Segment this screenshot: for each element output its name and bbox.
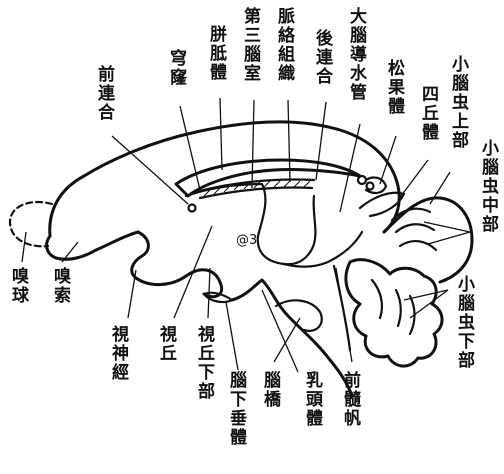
- anterior-commissure-mark: [187, 203, 197, 213]
- labels: 前連合 穹窿 胼胝體 第三腦室 脈絡組織 後連合 大腦導水管 松果體 四丘體 小…: [12, 6, 499, 448]
- pons-shape: [274, 299, 323, 332]
- leader-inferior-vermis-1: [403, 289, 449, 301]
- leader-middle-vermis-1: [423, 221, 471, 233]
- quadrigeminal-shape: [358, 191, 406, 218]
- third-ventricle-hatching: [203, 180, 311, 197]
- label-corpus-callosum: 胼胝體: [210, 24, 227, 83]
- label-hypothalamus: 視丘下部: [197, 324, 215, 402]
- leader-lines: [21, 97, 471, 373]
- label-inferior-vermis: 小腦虫下部: [458, 275, 475, 371]
- cerebellum-folia-upper: [390, 207, 438, 252]
- leader-cerebral-aqueduct: [339, 123, 361, 213]
- label-pineal-body: 松果體: [388, 58, 405, 117]
- label-fornix: 穹窿: [170, 48, 188, 88]
- label-cerebral-aqueduct: 大腦導水管: [350, 6, 368, 103]
- label-mammillary-body: 乳頭體: [306, 370, 324, 429]
- leader-thalamus: [173, 225, 213, 319]
- label-choroid-plexus: 脈絡組織: [278, 6, 296, 84]
- frontal-outline: [45, 230, 140, 261]
- leader-pineal-body: [379, 135, 397, 185]
- leader-choroid-plexus: [287, 99, 291, 183]
- label-optic-nerve: 視神經: [111, 324, 129, 383]
- leader-corpus-callosum: [219, 97, 223, 171]
- label-quadrigeminal-body: 四丘體: [422, 85, 439, 143]
- leader-optic-nerve: [127, 269, 137, 319]
- leader-middle-vermis-2: [427, 231, 471, 245]
- leader-anterior-medullary-velum: [335, 267, 353, 363]
- posterior-commissure-mark-2: [365, 181, 375, 191]
- leader-hypothalamus: [207, 267, 211, 319]
- leader-superior-vermis: [429, 171, 451, 205]
- label-third-ventricle: 第三腦室: [244, 6, 261, 84]
- label-anterior-commissure: 前連合: [98, 64, 116, 123]
- leader-mammillary-body: [261, 289, 299, 373]
- midbrain-contour: [282, 230, 364, 268]
- cerebrum-outline: [48, 120, 401, 238]
- thalamus-mark: @3: [236, 233, 257, 248]
- label-pons: 腦橋: [264, 370, 282, 410]
- brain-drawing: @3: [8, 120, 474, 398]
- leader-pons: [273, 317, 301, 363]
- ventral-outline: [130, 230, 223, 299]
- brainstem-ventral-outline: [230, 278, 354, 398]
- posterior-commissure-mark-1: [356, 174, 368, 186]
- cerebellum-lower-lobes: [344, 258, 444, 368]
- leader-fornix: [179, 105, 201, 191]
- label-superior-vermis: 小腦虫上部: [452, 55, 469, 151]
- thalamus-contour: [256, 182, 317, 266]
- leader-third-ventricle: [251, 99, 255, 189]
- leader-olfactory-tract: [61, 241, 79, 263]
- leader-posterior-commissure: [315, 101, 327, 181]
- leader-hypophysis: [225, 301, 239, 371]
- olfactory-bulb-shape: [8, 200, 54, 248]
- label-hypophysis: 腦下垂體: [230, 370, 247, 448]
- leader-inferior-vermis-2: [409, 289, 449, 319]
- label-olfactory-bulb: 嗅球: [12, 266, 30, 306]
- label-posterior-commissure: 後連合: [316, 28, 334, 87]
- third-ventricle-band: [194, 178, 316, 200]
- cerebellum-lower-folia: [370, 278, 416, 336]
- leader-olfactory-bulb: [21, 231, 27, 263]
- leader-anterior-commissure: [111, 135, 189, 205]
- pineal-body-shape: [364, 176, 388, 195]
- label-middle-vermis: 小腦虫中部: [482, 139, 499, 235]
- label-anterior-medullary-velum: 前髓帆: [344, 370, 362, 429]
- label-thalamus: 視丘: [159, 324, 177, 364]
- label-olfactory-tract: 嗅索: [54, 266, 71, 306]
- leader-quadrigeminal: [397, 159, 429, 201]
